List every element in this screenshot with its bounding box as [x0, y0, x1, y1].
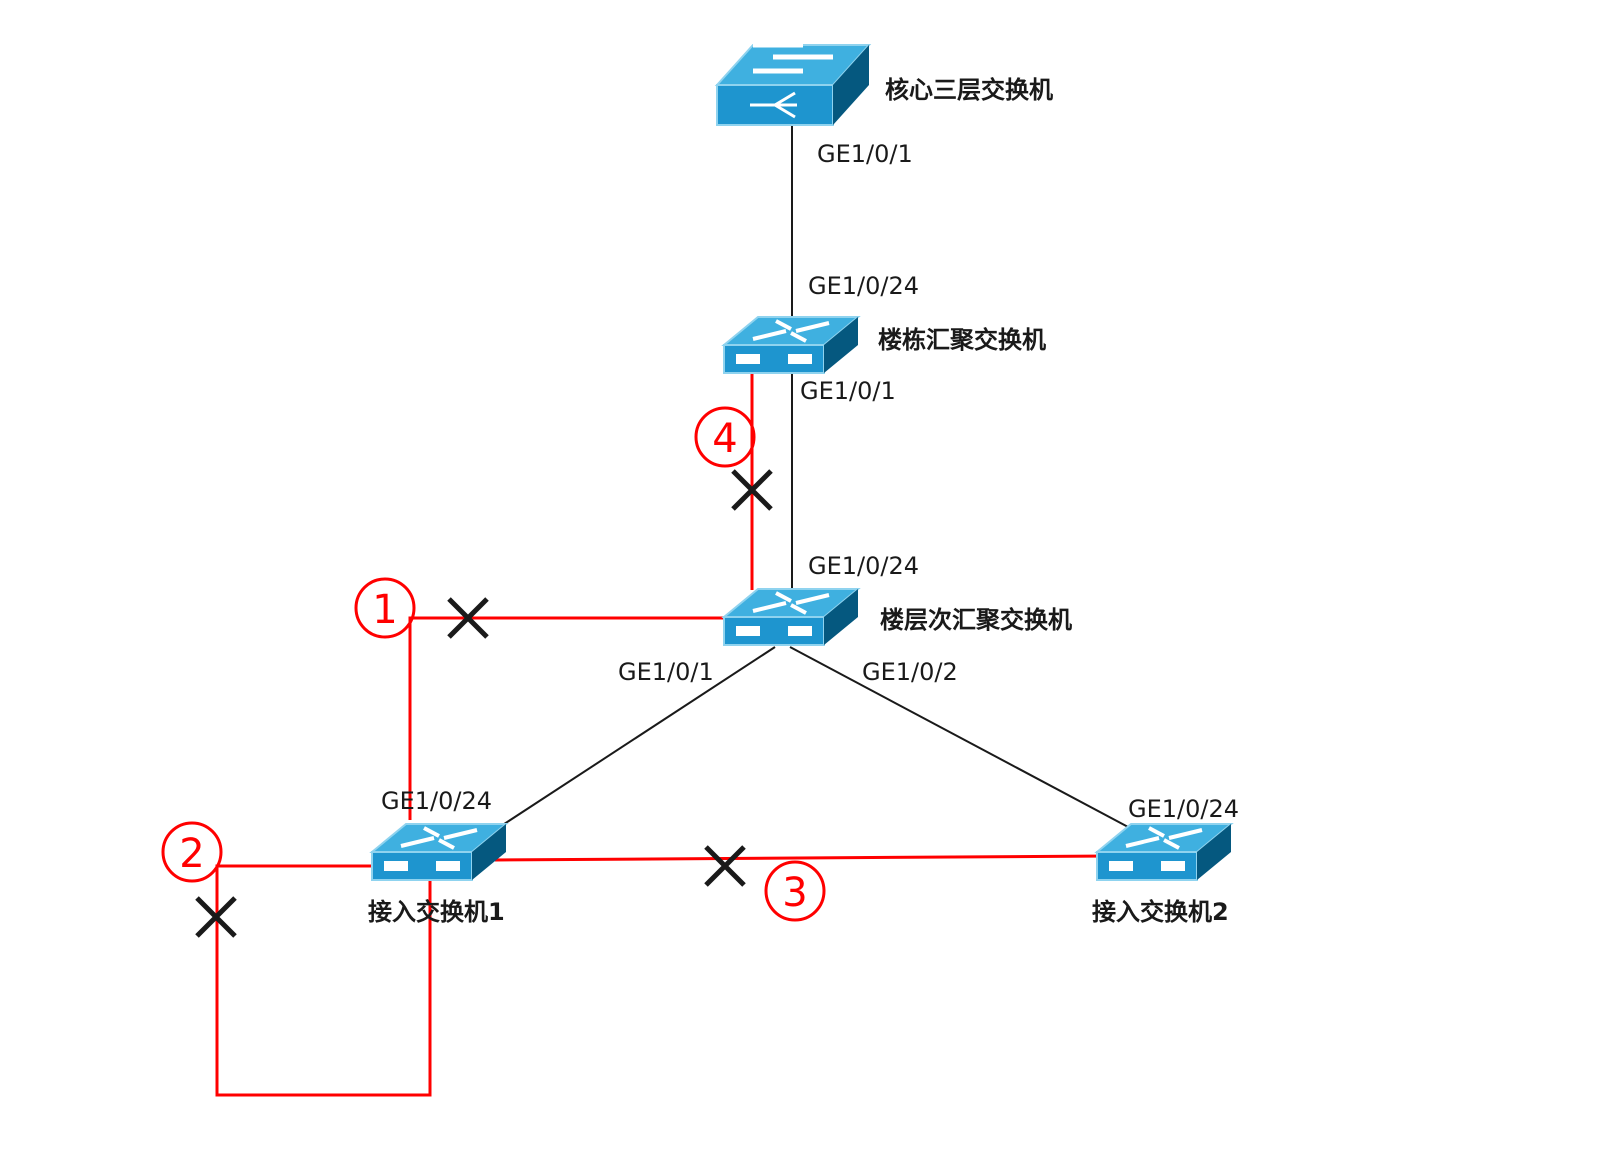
- switch-icon: [721, 316, 861, 374]
- switch-side-face: [1197, 824, 1231, 880]
- arrow-icon: [752, 319, 830, 343]
- device-label-floor: 楼层次汇聚交换机: [880, 606, 1072, 634]
- link-line: [494, 646, 776, 831]
- links: [494, 125, 1131, 831]
- cross-icon: [447, 597, 489, 639]
- switch-port: [1109, 861, 1133, 871]
- loop-number-1: 1: [372, 587, 397, 633]
- device-label-core: 核心三层交换机: [885, 76, 1053, 104]
- port-label: GE1/0/24: [1128, 795, 1239, 823]
- switch-icon: [1094, 823, 1234, 881]
- loop-path: [408, 616, 724, 820]
- switch-port: [436, 861, 460, 871]
- device-label-access1: 接入交换机1: [368, 898, 505, 926]
- port-label: GE1/0/24: [381, 787, 492, 815]
- device-label-building: 楼栋汇聚交换机: [878, 326, 1046, 354]
- loop-path: [494, 854, 1111, 862]
- switch-port: [384, 861, 408, 871]
- switch-icon: [369, 823, 509, 881]
- loop-circle-1: [354, 577, 416, 639]
- switch-side-face: [824, 589, 858, 645]
- cross-icon: [704, 845, 746, 887]
- loop-number-3: 3: [782, 870, 807, 916]
- arrow-icon: [750, 91, 797, 119]
- switch-side-face: [824, 317, 858, 373]
- loop-circle-3: [764, 860, 826, 922]
- arrow-icon: [753, 42, 833, 74]
- switch-icon: [721, 588, 861, 646]
- loop-circle-2: [161, 821, 223, 883]
- port-label: GE1/0/1: [817, 140, 913, 168]
- loop-circle-4: [694, 406, 756, 468]
- switch-port: [736, 354, 760, 364]
- switch-port: [736, 626, 760, 636]
- loop-number-2: 2: [179, 831, 204, 877]
- port-label: GE1/0/24: [808, 272, 919, 300]
- switch-port: [788, 626, 812, 636]
- switch-side-face: [472, 824, 506, 880]
- port-label: GE1/0/1: [618, 658, 714, 686]
- labels: 核心三层交换机 楼栋汇聚交换机 楼层次汇聚交换机 接入交换机1 接入交换机2 G…: [368, 76, 1239, 926]
- arrow-icon: [400, 826, 478, 850]
- blocked-markers: [195, 469, 773, 938]
- port-label: GE1/0/24: [808, 552, 919, 580]
- loop-path: [748, 366, 754, 590]
- loop-markers: 1 2 3 4: [161, 406, 826, 922]
- link-line: [789, 646, 1131, 829]
- loop-number-4: 4: [712, 416, 737, 462]
- arrow-icon: [752, 591, 830, 615]
- layer3-switch-icon: [714, 42, 872, 126]
- devices: [369, 42, 1234, 881]
- loop-path: [215, 864, 432, 1097]
- switch-side-face: [833, 45, 869, 125]
- device-label-access2: 接入交换机2: [1092, 898, 1229, 926]
- cross-icon: [731, 469, 773, 511]
- port-label: GE1/0/2: [862, 658, 958, 686]
- arrow-icon: [1125, 826, 1203, 850]
- switch-port: [788, 354, 812, 364]
- loop-paths: [215, 366, 1111, 1097]
- port-label: GE1/0/1: [800, 377, 896, 405]
- switch-port: [1161, 861, 1185, 871]
- cross-icon: [195, 896, 237, 938]
